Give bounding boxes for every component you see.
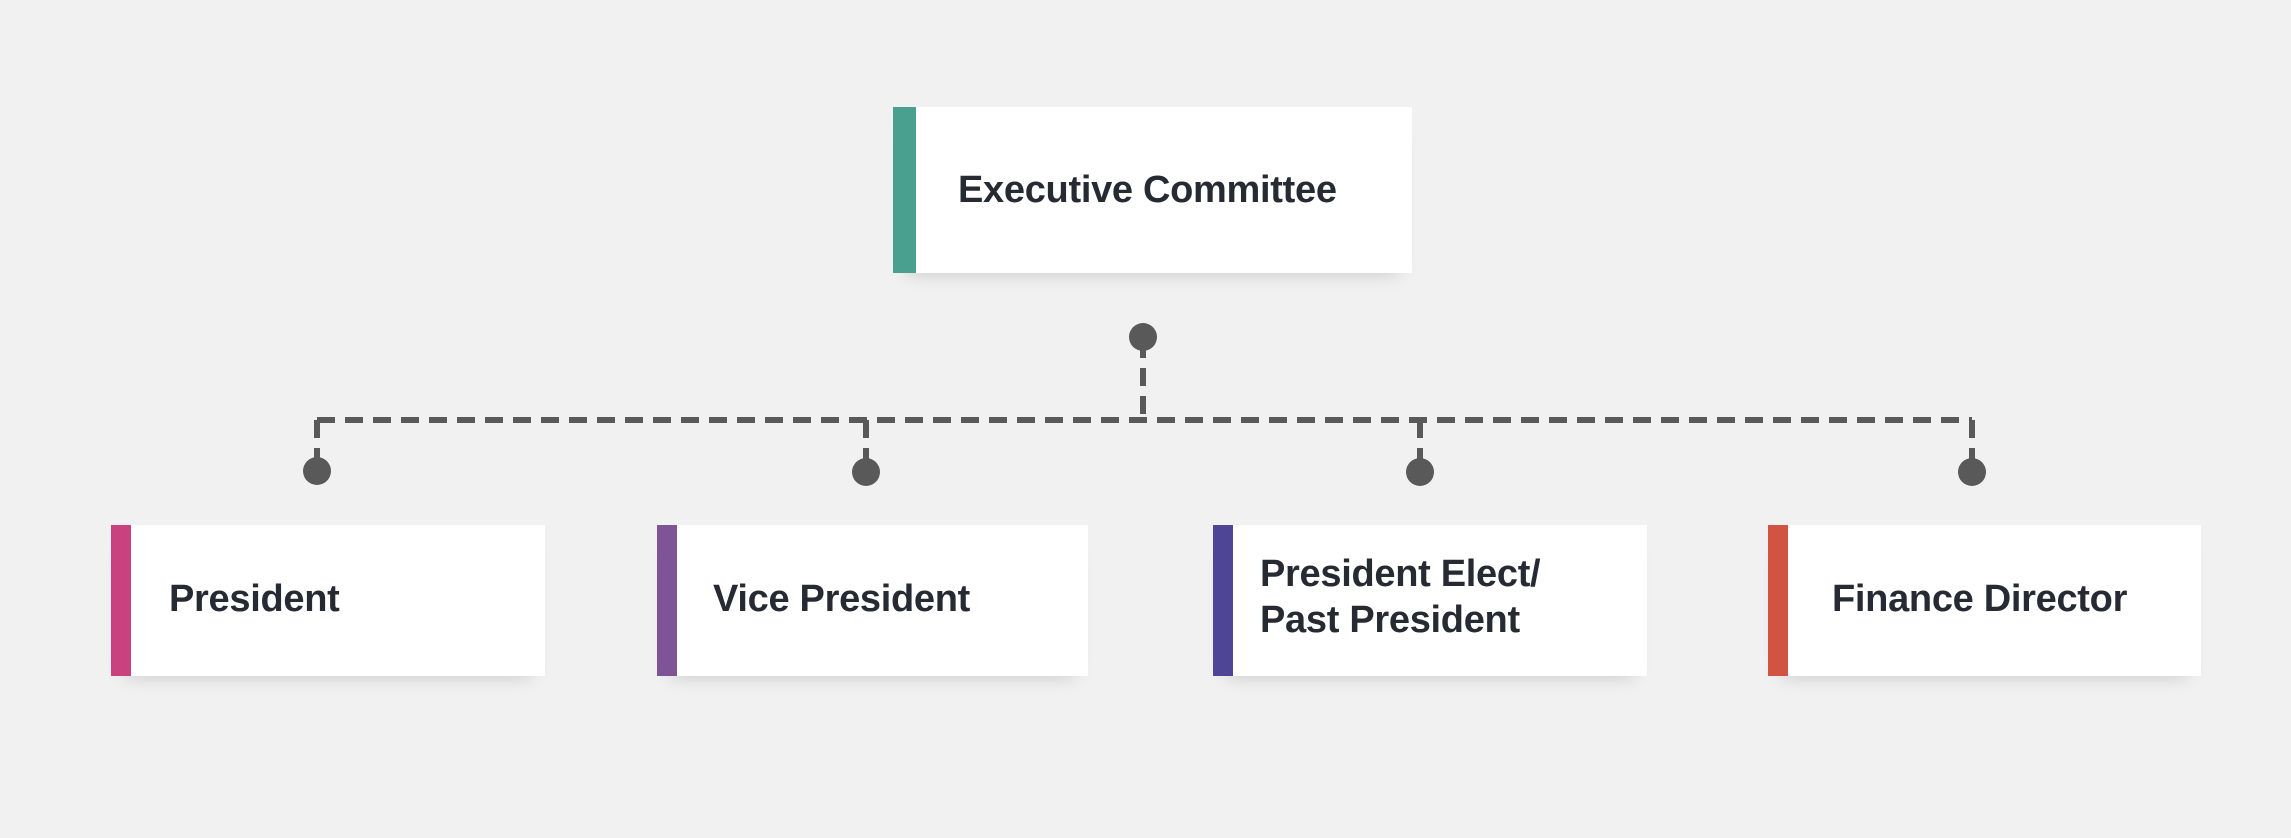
node-accent-bar <box>893 107 916 273</box>
node-label: Finance Director <box>1832 578 2128 620</box>
node-executive-committee: Executive Committee <box>893 107 1412 273</box>
connector-dot-finance <box>1958 458 1986 486</box>
node-accent-bar <box>1213 525 1233 676</box>
node-label: President Elect/ Past President <box>1260 551 1541 643</box>
node-label: Vice President <box>713 578 971 620</box>
node-label: Executive Committee <box>958 169 1337 211</box>
node-label: President <box>169 578 340 620</box>
node-accent-bar <box>657 525 677 676</box>
node-accent-bar <box>111 525 131 676</box>
connector-dot-elect <box>1406 458 1434 486</box>
node-vice-president: Vice President <box>657 525 1088 676</box>
node-president: President <box>111 525 545 676</box>
connector-dot-vp <box>852 458 880 486</box>
node-president-elect-past-president: President Elect/ Past President <box>1213 525 1647 676</box>
connector-dot-root <box>1129 323 1157 351</box>
connector-dot-president <box>303 457 331 485</box>
node-accent-bar <box>1768 525 1788 676</box>
node-label-line: Past President <box>1260 599 1520 641</box>
node-label-line: President Elect/ <box>1260 553 1541 595</box>
node-finance-director: Finance Director <box>1768 525 2201 676</box>
